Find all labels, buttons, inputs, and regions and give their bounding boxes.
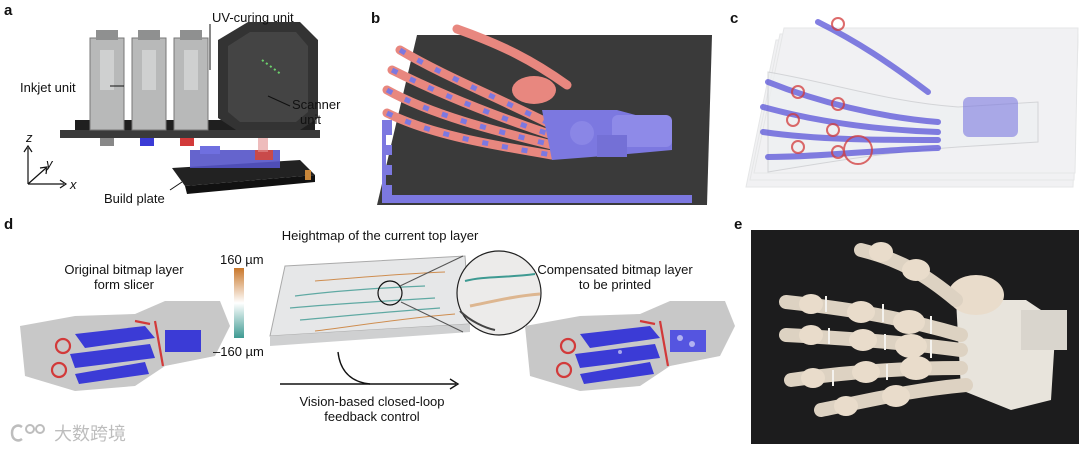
watermark: 大数跨境 bbox=[8, 420, 126, 446]
panel-d-label: d bbox=[4, 216, 13, 233]
axis-y-label: y bbox=[46, 156, 53, 171]
inkjet-cabinet bbox=[90, 30, 124, 130]
printed-hand-render bbox=[372, 15, 717, 205]
axis-z-label: z bbox=[26, 130, 33, 145]
inkjet-cabinet bbox=[174, 30, 208, 130]
scanner-unit-label-line2: unit bbox=[292, 112, 340, 127]
compensated-bitmap-layer bbox=[520, 296, 740, 396]
scanner-unit-label: Scanner unit bbox=[292, 97, 340, 127]
build-plate-label: Build plate bbox=[104, 191, 165, 206]
height-scale-bar bbox=[234, 268, 244, 338]
compensated-bitmap-label-line1: Compensated bitmap layer bbox=[530, 262, 700, 277]
feedback-arrow bbox=[270, 352, 470, 392]
heightmap-3d bbox=[255, 246, 545, 352]
feedback-label: Vision-based closed-loop feedback contro… bbox=[262, 394, 482, 424]
layer-stack-render bbox=[738, 12, 1080, 207]
compensated-bitmap-label: Compensated bitmap layer to be printed bbox=[530, 262, 700, 292]
inkjet-cabinet bbox=[132, 30, 166, 130]
original-bitmap-label-line2: form slicer bbox=[44, 277, 204, 292]
scanner-unit-label-line1: Scanner bbox=[292, 97, 340, 112]
heightmap-title: Heightmap of the current top layer bbox=[250, 228, 510, 243]
panel-e-label: e bbox=[734, 216, 742, 233]
printed-hand-photo bbox=[751, 230, 1079, 444]
original-bitmap-label-line1: Original bitmap layer bbox=[44, 262, 204, 277]
original-bitmap-label: Original bitmap layer form slicer bbox=[44, 262, 204, 292]
build-plate bbox=[172, 138, 315, 194]
compensated-bitmap-label-line2: to be printed bbox=[530, 277, 700, 292]
axis-x-label: x bbox=[70, 177, 77, 192]
uv-curing-unit-label: UV-curing unit bbox=[212, 10, 294, 25]
original-bitmap-layer bbox=[15, 296, 235, 396]
feedback-label-line1: Vision-based closed-loop bbox=[262, 394, 482, 409]
inkjet-unit-label: Inkjet unit bbox=[20, 80, 76, 95]
watermark-logo-icon bbox=[8, 421, 50, 445]
feedback-label-line2: feedback control bbox=[262, 409, 482, 424]
watermark-text: 大数跨境 bbox=[54, 420, 126, 446]
